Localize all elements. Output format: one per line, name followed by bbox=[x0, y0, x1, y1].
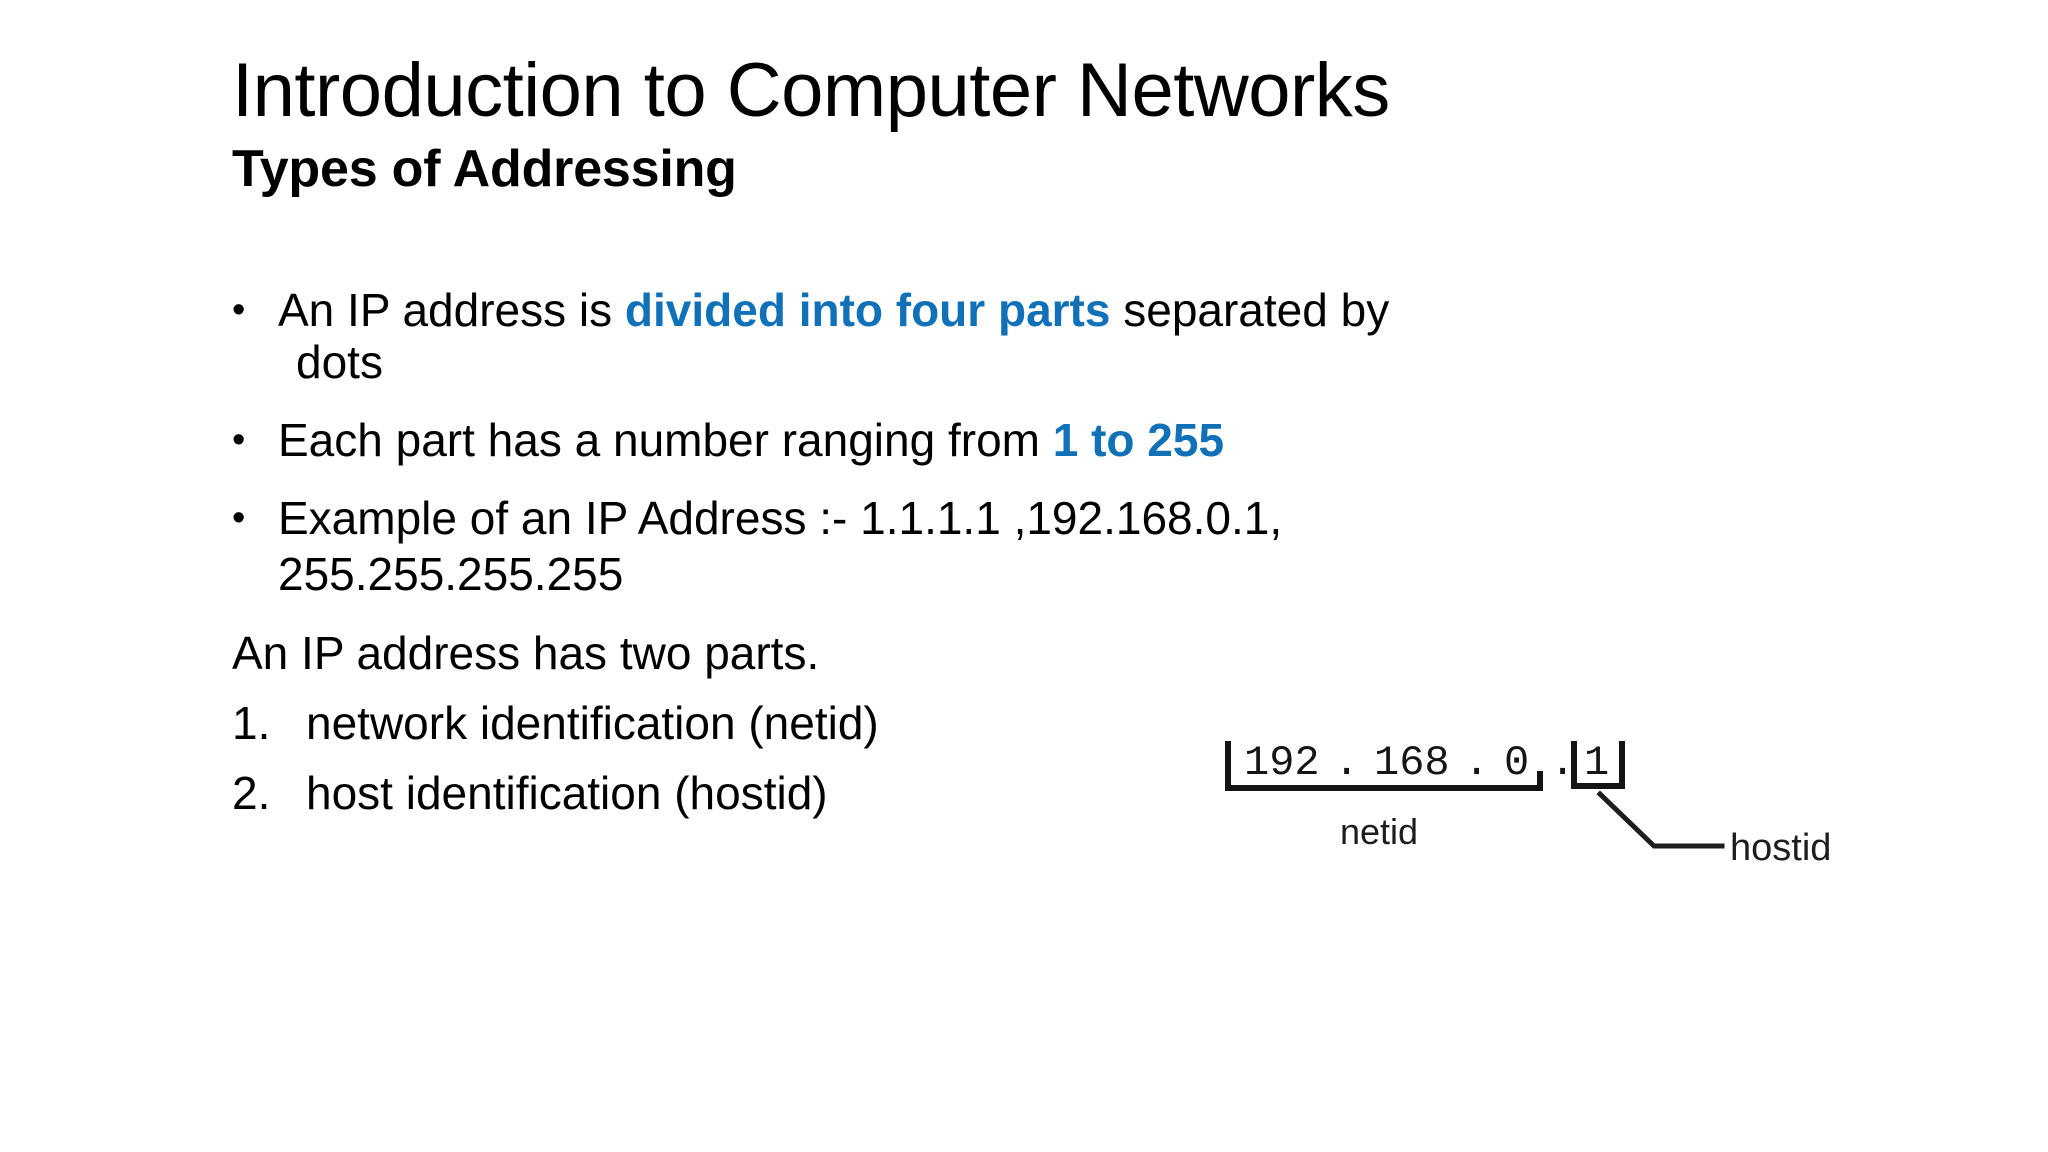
page-subtitle: Types of Addressing bbox=[232, 140, 737, 198]
hostid-leader-line bbox=[1596, 790, 1725, 849]
list-item-label: host identification (hostid) bbox=[306, 767, 828, 819]
list-number: 2. bbox=[232, 767, 271, 819]
netid-bracket bbox=[1225, 741, 1543, 791]
bullet-tail-text: separated by bbox=[1110, 284, 1390, 336]
bullet-icon: • bbox=[232, 497, 246, 539]
title-block: Introduction to Computer Networks Types … bbox=[232, 48, 1832, 202]
bullet-text: An IP address is divided into four parts… bbox=[278, 282, 1952, 390]
netid-label: netid bbox=[1340, 811, 1418, 852]
figure-dot-2: . bbox=[1464, 739, 1489, 787]
figure-octet-1: 192 bbox=[1244, 739, 1320, 787]
hostid-bracket bbox=[1571, 741, 1625, 789]
hostid-label: hostid bbox=[1730, 827, 1831, 869]
list-item: 2. host identification (hostid) bbox=[232, 762, 1952, 824]
bullet-lead-text: Each part has a number ranging from bbox=[278, 414, 1053, 466]
list-item-label: network identification (netid) bbox=[306, 697, 879, 749]
bullet-wrap-text: 255.255.255.255 bbox=[278, 548, 624, 600]
bullet-wrap-text: dots bbox=[296, 336, 383, 388]
ip-address-diagram: 192 . 168 . 0 . 1 netid hostid bbox=[1222, 728, 2002, 908]
list-item: • Each part has a number ranging from 1 … bbox=[232, 412, 1952, 468]
figure-octet-3: 0 bbox=[1504, 739, 1529, 787]
bullet-lead-text: Example of an IP Address :- 1.1.1.1 ,192… bbox=[278, 492, 1283, 544]
list-number: 1. bbox=[232, 697, 271, 749]
figure-dot-1: . bbox=[1334, 739, 1359, 787]
bullet-icon: • bbox=[232, 419, 246, 461]
figure-octet-4: 1 bbox=[1584, 739, 1609, 787]
body-content: • An IP address is divided into four par… bbox=[232, 282, 1952, 832]
list-item: • An IP address is divided into four par… bbox=[232, 282, 1952, 390]
bullet-accent-text: divided into four parts bbox=[624, 284, 1111, 336]
bullet-lead-text: An IP address is bbox=[278, 284, 625, 336]
figure-octet-2: 168 bbox=[1374, 739, 1450, 787]
page-title: Introduction to Computer Networks bbox=[232, 48, 1390, 133]
list-item: • Example of an IP Address :- 1.1.1.1 ,1… bbox=[232, 490, 1952, 602]
bullet-icon: • bbox=[232, 289, 246, 331]
bullet-text: Each part has a number ranging from 1 to… bbox=[278, 412, 1952, 468]
bullet-accent-text: 1 to 255 bbox=[1052, 414, 1225, 466]
bullet-text: Example of an IP Address :- 1.1.1.1 ,192… bbox=[278, 490, 1952, 602]
statement-text: An IP address has two parts. bbox=[232, 627, 820, 679]
list-item: 1. network identification (netid) bbox=[232, 692, 1952, 754]
